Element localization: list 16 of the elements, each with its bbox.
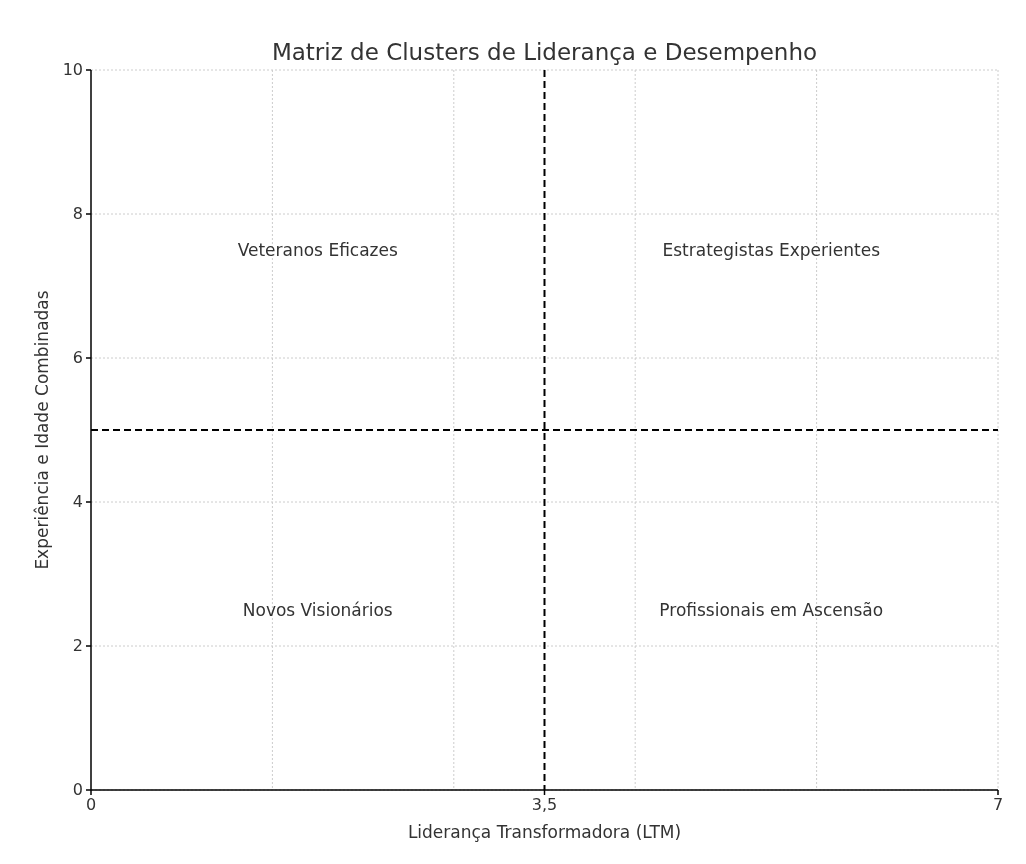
tick-label: 6 bbox=[72, 350, 83, 366]
axis-title: Experiência e Idade Combinadas bbox=[33, 290, 51, 570]
quadrant-label: Veteranos Eficazes bbox=[237, 241, 398, 259]
quadrant-label: Novos Visionários bbox=[242, 601, 393, 619]
tick-label: 8 bbox=[72, 206, 83, 222]
tick-label: 7 bbox=[992, 797, 1004, 813]
quadrant-label: Estrategistas Experientes bbox=[662, 241, 880, 259]
tick-label: 0 bbox=[72, 782, 83, 798]
chart-title: Matriz de Clusters de Liderança e Desempenho bbox=[271, 40, 818, 64]
tick-label: 3,5 bbox=[531, 797, 558, 813]
tick-label: 10 bbox=[62, 62, 83, 78]
axis-title: Liderança Transformadora (LTM) bbox=[407, 823, 682, 841]
tick-label: 0 bbox=[85, 797, 97, 813]
tick-label: 4 bbox=[72, 494, 83, 510]
tick-label: 2 bbox=[72, 638, 83, 654]
quadrant-label: Profissionais em Ascensão bbox=[659, 601, 884, 619]
